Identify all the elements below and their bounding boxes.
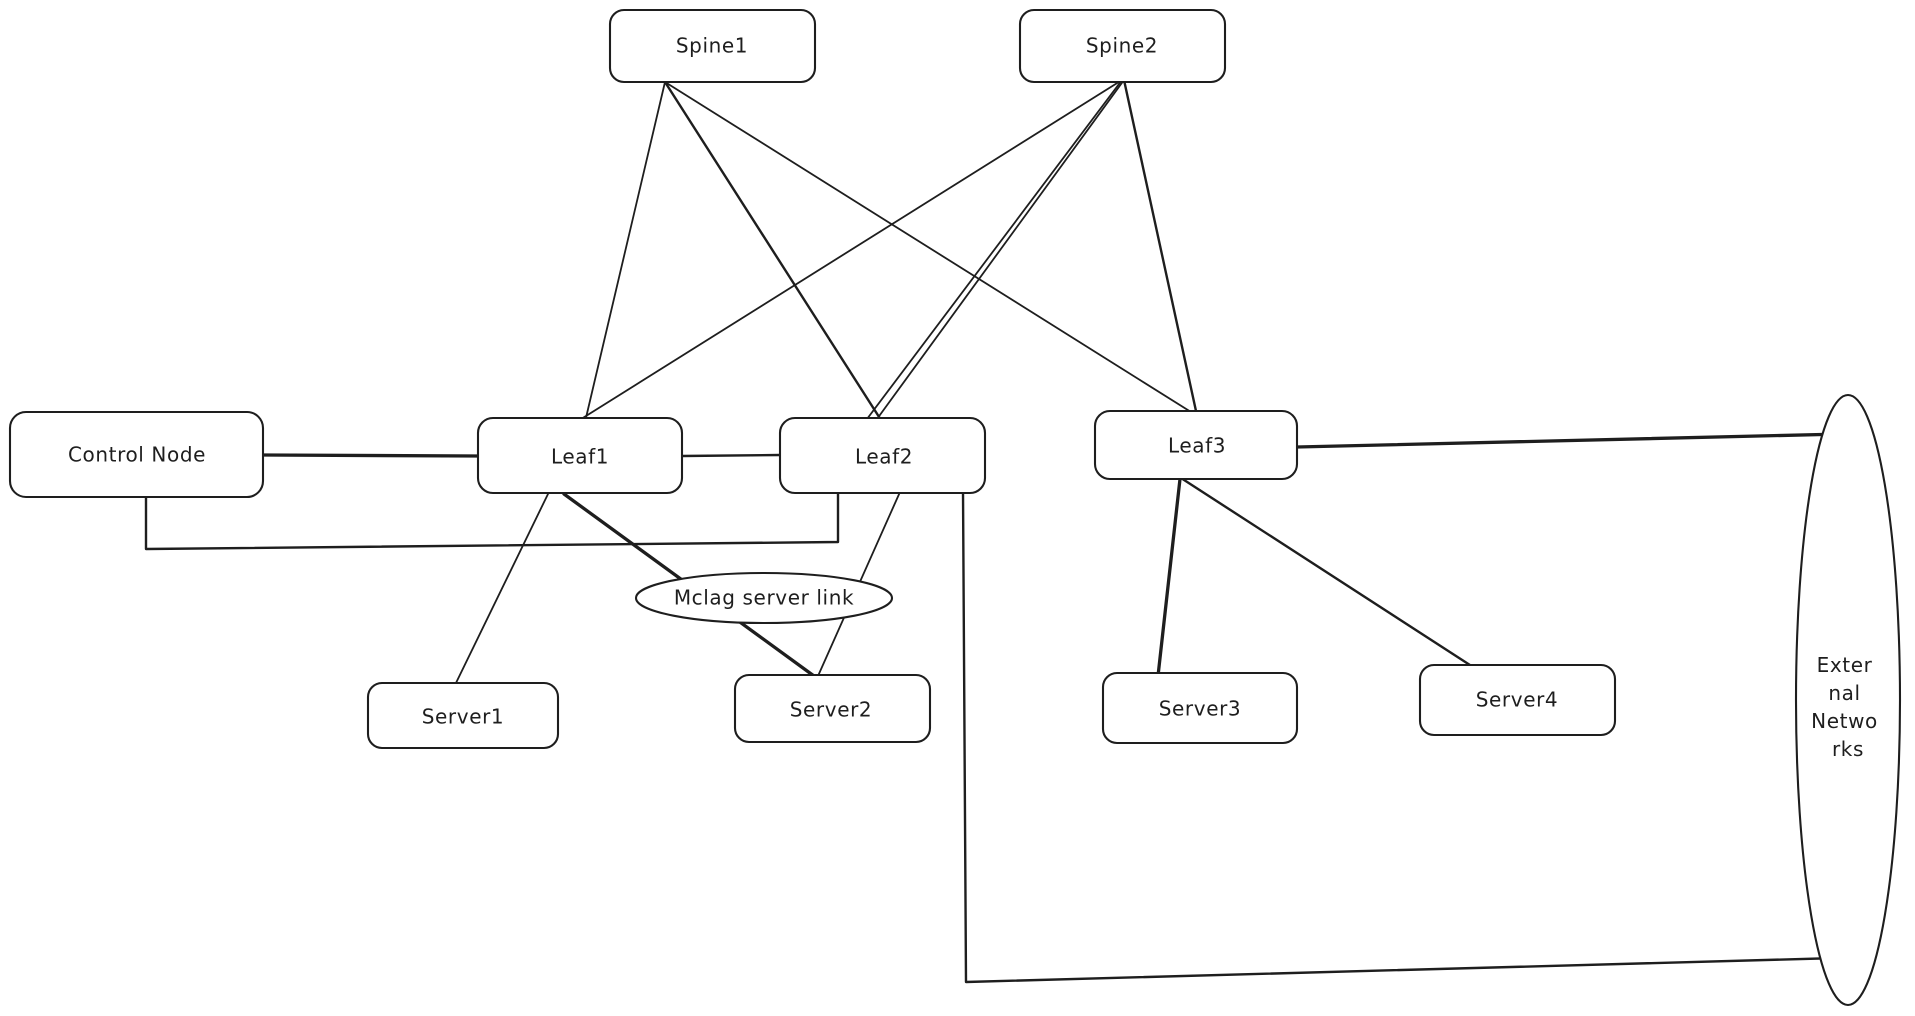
- leaf1-box[interactable]: [476, 416, 684, 495]
- node-server4[interactable]: Server4: [1418, 663, 1617, 737]
- node-external-networks[interactable]: Exter nal Netwo rks: [1794, 393, 1902, 1007]
- node-spine2[interactable]: Spine2: [1018, 8, 1227, 84]
- node-server2[interactable]: Server2: [733, 673, 932, 744]
- external-networks-label: Exter nal Netwo rks: [1811, 653, 1885, 761]
- external-networks-line-1: Exter: [1817, 653, 1873, 677]
- edge-leaf1-leaf2: [680, 453, 782, 458]
- control-node-label: Control Node: [68, 443, 206, 467]
- spine1-box[interactable]: [608, 8, 817, 84]
- edge-spine2-leaf2-a: [866, 79, 1123, 420]
- server4-box[interactable]: [1418, 663, 1617, 737]
- mclag-server-link-label: Mclag server link: [674, 586, 854, 610]
- leaf2-label: Leaf2: [855, 445, 913, 469]
- leaf1-label: Leaf1: [551, 445, 609, 469]
- external-networks-line-2: nal: [1828, 681, 1860, 705]
- leaf2-box[interactable]: [778, 416, 987, 495]
- leaf3-box[interactable]: [1093, 409, 1299, 481]
- mclag-server-link-annotation[interactable]: Mclag server link: [634, 571, 894, 625]
- edge-leaf1-server1: [454, 493, 549, 686]
- spine2-label: Spine2: [1086, 34, 1158, 58]
- server1-label: Server1: [422, 705, 505, 729]
- node-leaf3[interactable]: Leaf3: [1093, 409, 1299, 481]
- external-networks-line-4: rks: [1832, 737, 1864, 761]
- spine1-label: Spine1: [676, 34, 748, 58]
- server2-box[interactable]: [733, 673, 932, 744]
- node-control-node[interactable]: Control Node: [8, 410, 265, 499]
- server4-label: Server4: [1476, 688, 1559, 712]
- server3-box[interactable]: [1101, 671, 1299, 745]
- edge-controlnode-leaf2: [144, 488, 840, 551]
- edge-leaf3-external: [1295, 432, 1845, 449]
- edge-spine2-leaf1: [577, 79, 1123, 422]
- server1-box[interactable]: [366, 681, 560, 750]
- edge-spine2-leaf3: [1122, 78, 1198, 413]
- edge-leaf3-server3: [1156, 477, 1182, 678]
- external-networks-ellipse[interactable]: [1794, 393, 1902, 1007]
- leaf3-label: Leaf3: [1168, 434, 1226, 458]
- edge-spine1-leaf3: [664, 81, 1192, 413]
- server3-label: Server3: [1159, 697, 1242, 721]
- external-networks-line-3: Netwo: [1811, 709, 1878, 733]
- edge-leaf3-server4: [1179, 476, 1475, 669]
- edge-spine1-leaf1: [584, 81, 666, 423]
- server2-label: Server2: [790, 698, 873, 722]
- node-leaf1[interactable]: Leaf1: [476, 416, 684, 495]
- edge-spine2-leaf2-b: [876, 79, 1125, 420]
- mclag-ellipse[interactable]: [634, 571, 894, 625]
- edge-spine1-leaf2: [663, 80, 883, 422]
- edge-leaf2-external: [961, 489, 1840, 984]
- node-server3[interactable]: Server3: [1101, 671, 1299, 745]
- spine2-box[interactable]: [1018, 8, 1227, 84]
- node-leaf2[interactable]: Leaf2: [778, 416, 987, 495]
- node-server1[interactable]: Server1: [366, 681, 560, 750]
- control-node-box[interactable]: [8, 410, 265, 499]
- edge-controlnode-leaf1: [261, 453, 480, 458]
- node-spine1[interactable]: Spine1: [608, 8, 817, 84]
